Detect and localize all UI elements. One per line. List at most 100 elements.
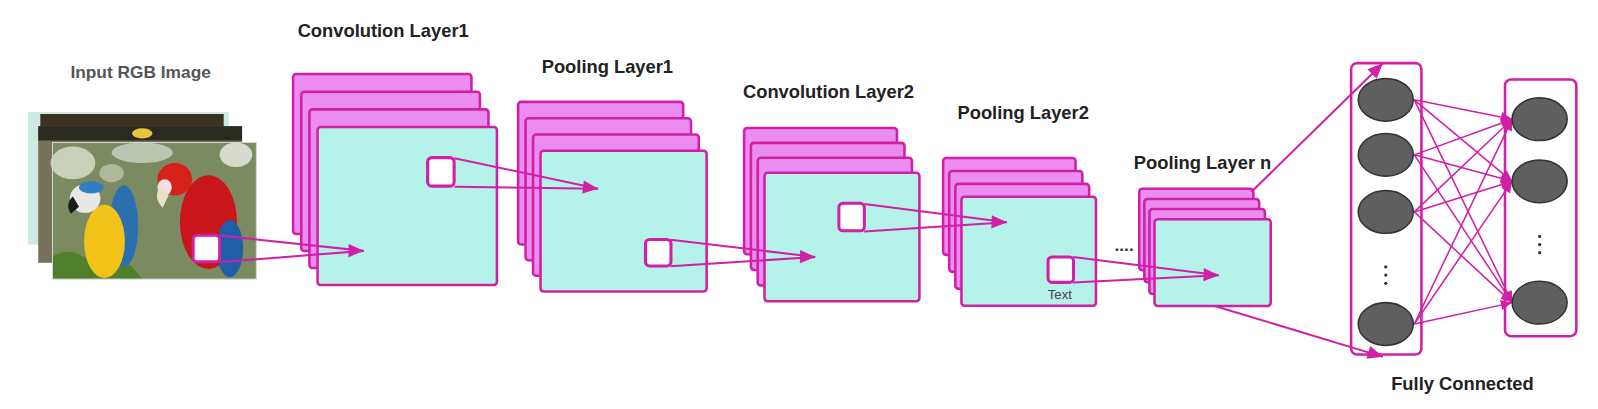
neuron-connection xyxy=(1415,119,1513,212)
map-note: Text xyxy=(1046,287,1074,302)
macaw-crown xyxy=(79,181,103,193)
neuron-column xyxy=(1505,79,1576,336)
neuron-connection xyxy=(1415,100,1513,303)
text-holder: Text xyxy=(1046,287,1074,302)
red-macaw-beak xyxy=(157,185,169,207)
node-shape xyxy=(513,55,712,296)
receptive-window xyxy=(428,158,454,187)
ellipsis-dot xyxy=(1384,274,1387,277)
ellipsis-dot xyxy=(1538,251,1541,254)
arrow-line xyxy=(220,236,364,262)
node-drawing xyxy=(1139,189,1270,306)
feature-map-stack: Pooling Layer1 xyxy=(513,55,712,296)
photo-highlight xyxy=(220,143,253,167)
photo-highlight xyxy=(112,143,173,163)
front-feature-map xyxy=(318,127,497,285)
arrow-head xyxy=(1503,119,1512,131)
arrow-head xyxy=(1366,346,1383,359)
arrow-head xyxy=(1203,268,1219,281)
neuron xyxy=(1358,191,1413,234)
input-image-middle-detail xyxy=(39,126,243,140)
arrow-head xyxy=(582,180,598,193)
neuron-connection xyxy=(1415,100,1513,182)
feature-map-stack: Pooling Layer n xyxy=(1126,151,1279,310)
neuron-connection xyxy=(1415,119,1513,324)
image-stack: Input RGB Image xyxy=(25,61,259,281)
flow-arrow xyxy=(671,240,816,266)
ellipsis-dot xyxy=(1538,235,1541,238)
front-feature-map xyxy=(764,173,919,301)
neuron-connection xyxy=(1415,155,1513,303)
text-holder: .... xyxy=(1112,236,1135,256)
neuron-connection xyxy=(1415,303,1513,324)
image-frame xyxy=(53,143,257,280)
continuation-dots: .... xyxy=(1112,236,1135,256)
node-drawing xyxy=(29,112,257,279)
flow-arrow xyxy=(220,236,364,262)
flow-arrow xyxy=(1073,257,1219,282)
neuron-column xyxy=(1351,63,1421,354)
node-shape xyxy=(738,79,923,305)
layer-heading: Convolution Layer1 xyxy=(296,20,471,41)
node-shape xyxy=(288,18,502,289)
node-drawing xyxy=(943,158,1096,306)
parrot-photo xyxy=(51,143,257,280)
node-drawing xyxy=(518,102,707,292)
node-drawing xyxy=(1351,63,1576,354)
text-holder: Pooling Layer n xyxy=(1132,153,1273,174)
macaw-beak xyxy=(69,197,80,214)
node-shape xyxy=(25,61,259,281)
arrow-head xyxy=(800,250,815,263)
receptive-window xyxy=(645,239,670,265)
ellipsis-dot xyxy=(1538,243,1541,246)
arrow-head xyxy=(1501,119,1513,130)
text-holder: Fully Connected xyxy=(1389,374,1536,395)
photo-highlight xyxy=(100,164,124,182)
layer-heading: Pooling Layer2 xyxy=(955,103,1090,124)
layer-heading: Pooling Layer n xyxy=(1132,153,1273,174)
arrow-head xyxy=(1367,63,1383,78)
flow-arrow xyxy=(455,158,599,193)
neuron xyxy=(1512,98,1567,141)
flow-arrow xyxy=(864,204,1007,232)
neuron xyxy=(1358,78,1413,121)
neuron xyxy=(1358,134,1413,177)
node-shape xyxy=(938,101,1101,310)
front-feature-map xyxy=(540,151,706,292)
arrow-line xyxy=(1073,257,1219,282)
layer-heading: Pooling Layer1 xyxy=(540,57,675,78)
arrow-head xyxy=(1500,300,1512,310)
photo-highlight xyxy=(51,147,96,180)
feature-map-stack: Convolution Layer2 xyxy=(738,79,923,305)
node-shape xyxy=(1345,56,1584,397)
flow-arrow xyxy=(1215,63,1383,358)
arrow-head xyxy=(348,244,363,257)
text-holder: Pooling Layer2 xyxy=(955,103,1090,124)
neuron xyxy=(1512,160,1567,203)
arrow-line xyxy=(1215,63,1383,357)
text-holder: Convolution Layer2 xyxy=(741,81,916,102)
macaw-body xyxy=(85,205,126,278)
receptive-window xyxy=(194,235,220,261)
feature-map-stack: Convolution Layer1 xyxy=(288,18,502,289)
layer-heading: Fully Connected xyxy=(1389,374,1536,395)
arrow-head xyxy=(1502,181,1513,193)
neuron xyxy=(1358,303,1413,346)
feature-map-stack: Pooling Layer2Text xyxy=(938,101,1101,310)
layer-heading: Input RGB Image xyxy=(68,63,212,83)
text-holder: Pooling Layer1 xyxy=(540,57,675,78)
input-image-middle-detail xyxy=(132,128,152,138)
neuron-connection xyxy=(1415,100,1513,119)
arrow-line xyxy=(864,204,1007,232)
node-drawing xyxy=(744,128,919,301)
arrow-head xyxy=(991,215,1006,228)
fully-connected-layer: Fully Connected xyxy=(1345,56,1584,397)
front-feature-map xyxy=(961,197,1096,306)
neuron xyxy=(1512,281,1567,324)
layer-heading: Convolution Layer2 xyxy=(741,81,916,102)
receptive-window xyxy=(1048,257,1073,282)
node-drawing xyxy=(294,74,498,285)
neuron-connection xyxy=(1415,212,1513,303)
